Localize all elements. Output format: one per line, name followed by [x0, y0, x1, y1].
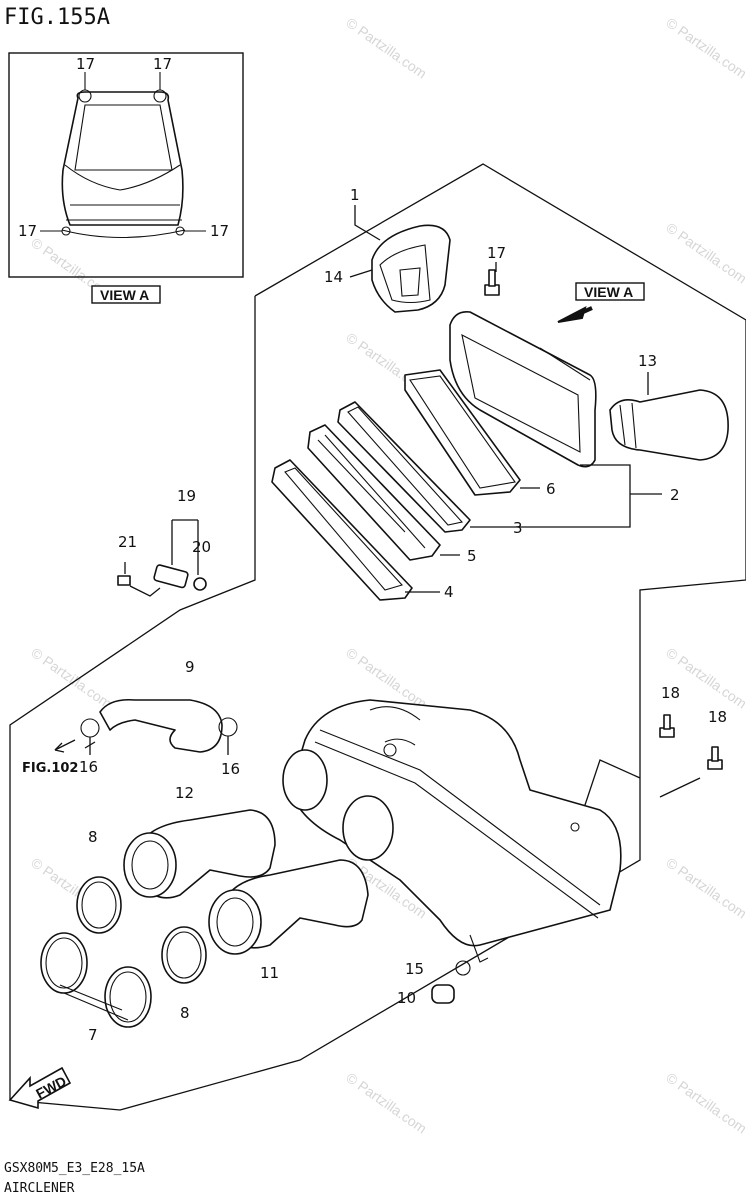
callout-5: 5	[467, 547, 477, 565]
part-13-duct	[609, 389, 729, 461]
view-a-label-2: VIEW A	[557, 282, 645, 323]
view-a-inset: 17 17 17 17	[8, 52, 244, 278]
callout-11: 11	[260, 964, 279, 982]
callout-21: 21	[118, 533, 137, 551]
leader-lines	[84, 205, 662, 749]
part-14-funnel	[371, 224, 451, 313]
callout-4: 4	[444, 583, 454, 601]
callout-18: 18	[661, 684, 680, 702]
callout-16: 16	[221, 760, 240, 778]
part-2-case	[449, 310, 597, 468]
callout-17: 17	[153, 55, 172, 73]
callout-17: 17	[18, 222, 37, 240]
watermark: © Partzilla.com	[663, 14, 746, 81]
part-3-frame	[337, 401, 471, 533]
figure-name: AIRCLENER	[4, 1181, 75, 1196]
part-18-bolts	[659, 714, 723, 770]
part-9-hose	[99, 698, 223, 753]
callout-12: 12	[175, 784, 194, 802]
callout-18: 18	[708, 708, 727, 726]
callout-17: 17	[76, 55, 95, 73]
callout-8: 8	[180, 1004, 190, 1022]
part-16-clamps	[80, 717, 238, 755]
callout-2: 2	[670, 486, 680, 504]
part-6-element	[404, 369, 521, 496]
part-11-duct	[208, 859, 369, 955]
callout-13: 13	[638, 352, 657, 370]
part-10-plug	[431, 960, 471, 1004]
callout-6: 6	[546, 480, 556, 498]
watermark: © Partzilla.com	[28, 644, 114, 711]
part-5-filter	[307, 424, 441, 561]
fwd-arrow: FWD	[8, 1066, 72, 1110]
callout-17: 17	[210, 222, 229, 240]
callout-14: 14	[324, 268, 343, 286]
callout-8: 8	[88, 828, 98, 846]
callout-16: 16	[79, 758, 98, 776]
fig-102-ref: FIG.102	[22, 739, 78, 776]
part-4-gasket	[271, 459, 413, 601]
fig-102-label: FIG.102	[22, 761, 78, 776]
watermark: © Partzilla.com	[663, 854, 746, 921]
part-7-clamp-set	[40, 932, 152, 1028]
svg-text:VIEW A: VIEW A	[100, 287, 149, 303]
callout-15: 15	[405, 960, 424, 978]
figure-title: FIG.155A	[4, 5, 110, 30]
part-19-sensor	[117, 519, 207, 597]
part-1-airbox	[282, 699, 622, 963]
svg-text:VIEW A: VIEW A	[584, 284, 633, 300]
callouts: 1 14 17 13 6 2 3 5 4 19 21 20 9 16 16 18…	[79, 186, 727, 1044]
callout-17: 17	[487, 244, 506, 262]
callout-20: 20	[192, 538, 211, 556]
part-8-clamps	[76, 876, 207, 984]
watermark: © Partzilla.com	[663, 1069, 746, 1136]
callout-7: 7	[88, 1026, 98, 1044]
figure-code: GSX80M5_E3_E28_15A	[4, 1161, 145, 1176]
callout-3: 3	[513, 519, 523, 537]
callout-1: 1	[350, 186, 360, 204]
watermark: © Partzilla.com	[343, 1069, 429, 1136]
callout-9: 9	[185, 658, 195, 676]
part-12-duct	[123, 809, 276, 899]
part-17-screw	[484, 269, 500, 296]
watermark: © Partzilla.com	[343, 14, 429, 81]
callout-10: 10	[397, 989, 416, 1007]
watermark: © Partzilla.com	[663, 219, 746, 286]
view-a-label: VIEW A	[91, 285, 161, 304]
callout-19: 19	[177, 487, 196, 505]
